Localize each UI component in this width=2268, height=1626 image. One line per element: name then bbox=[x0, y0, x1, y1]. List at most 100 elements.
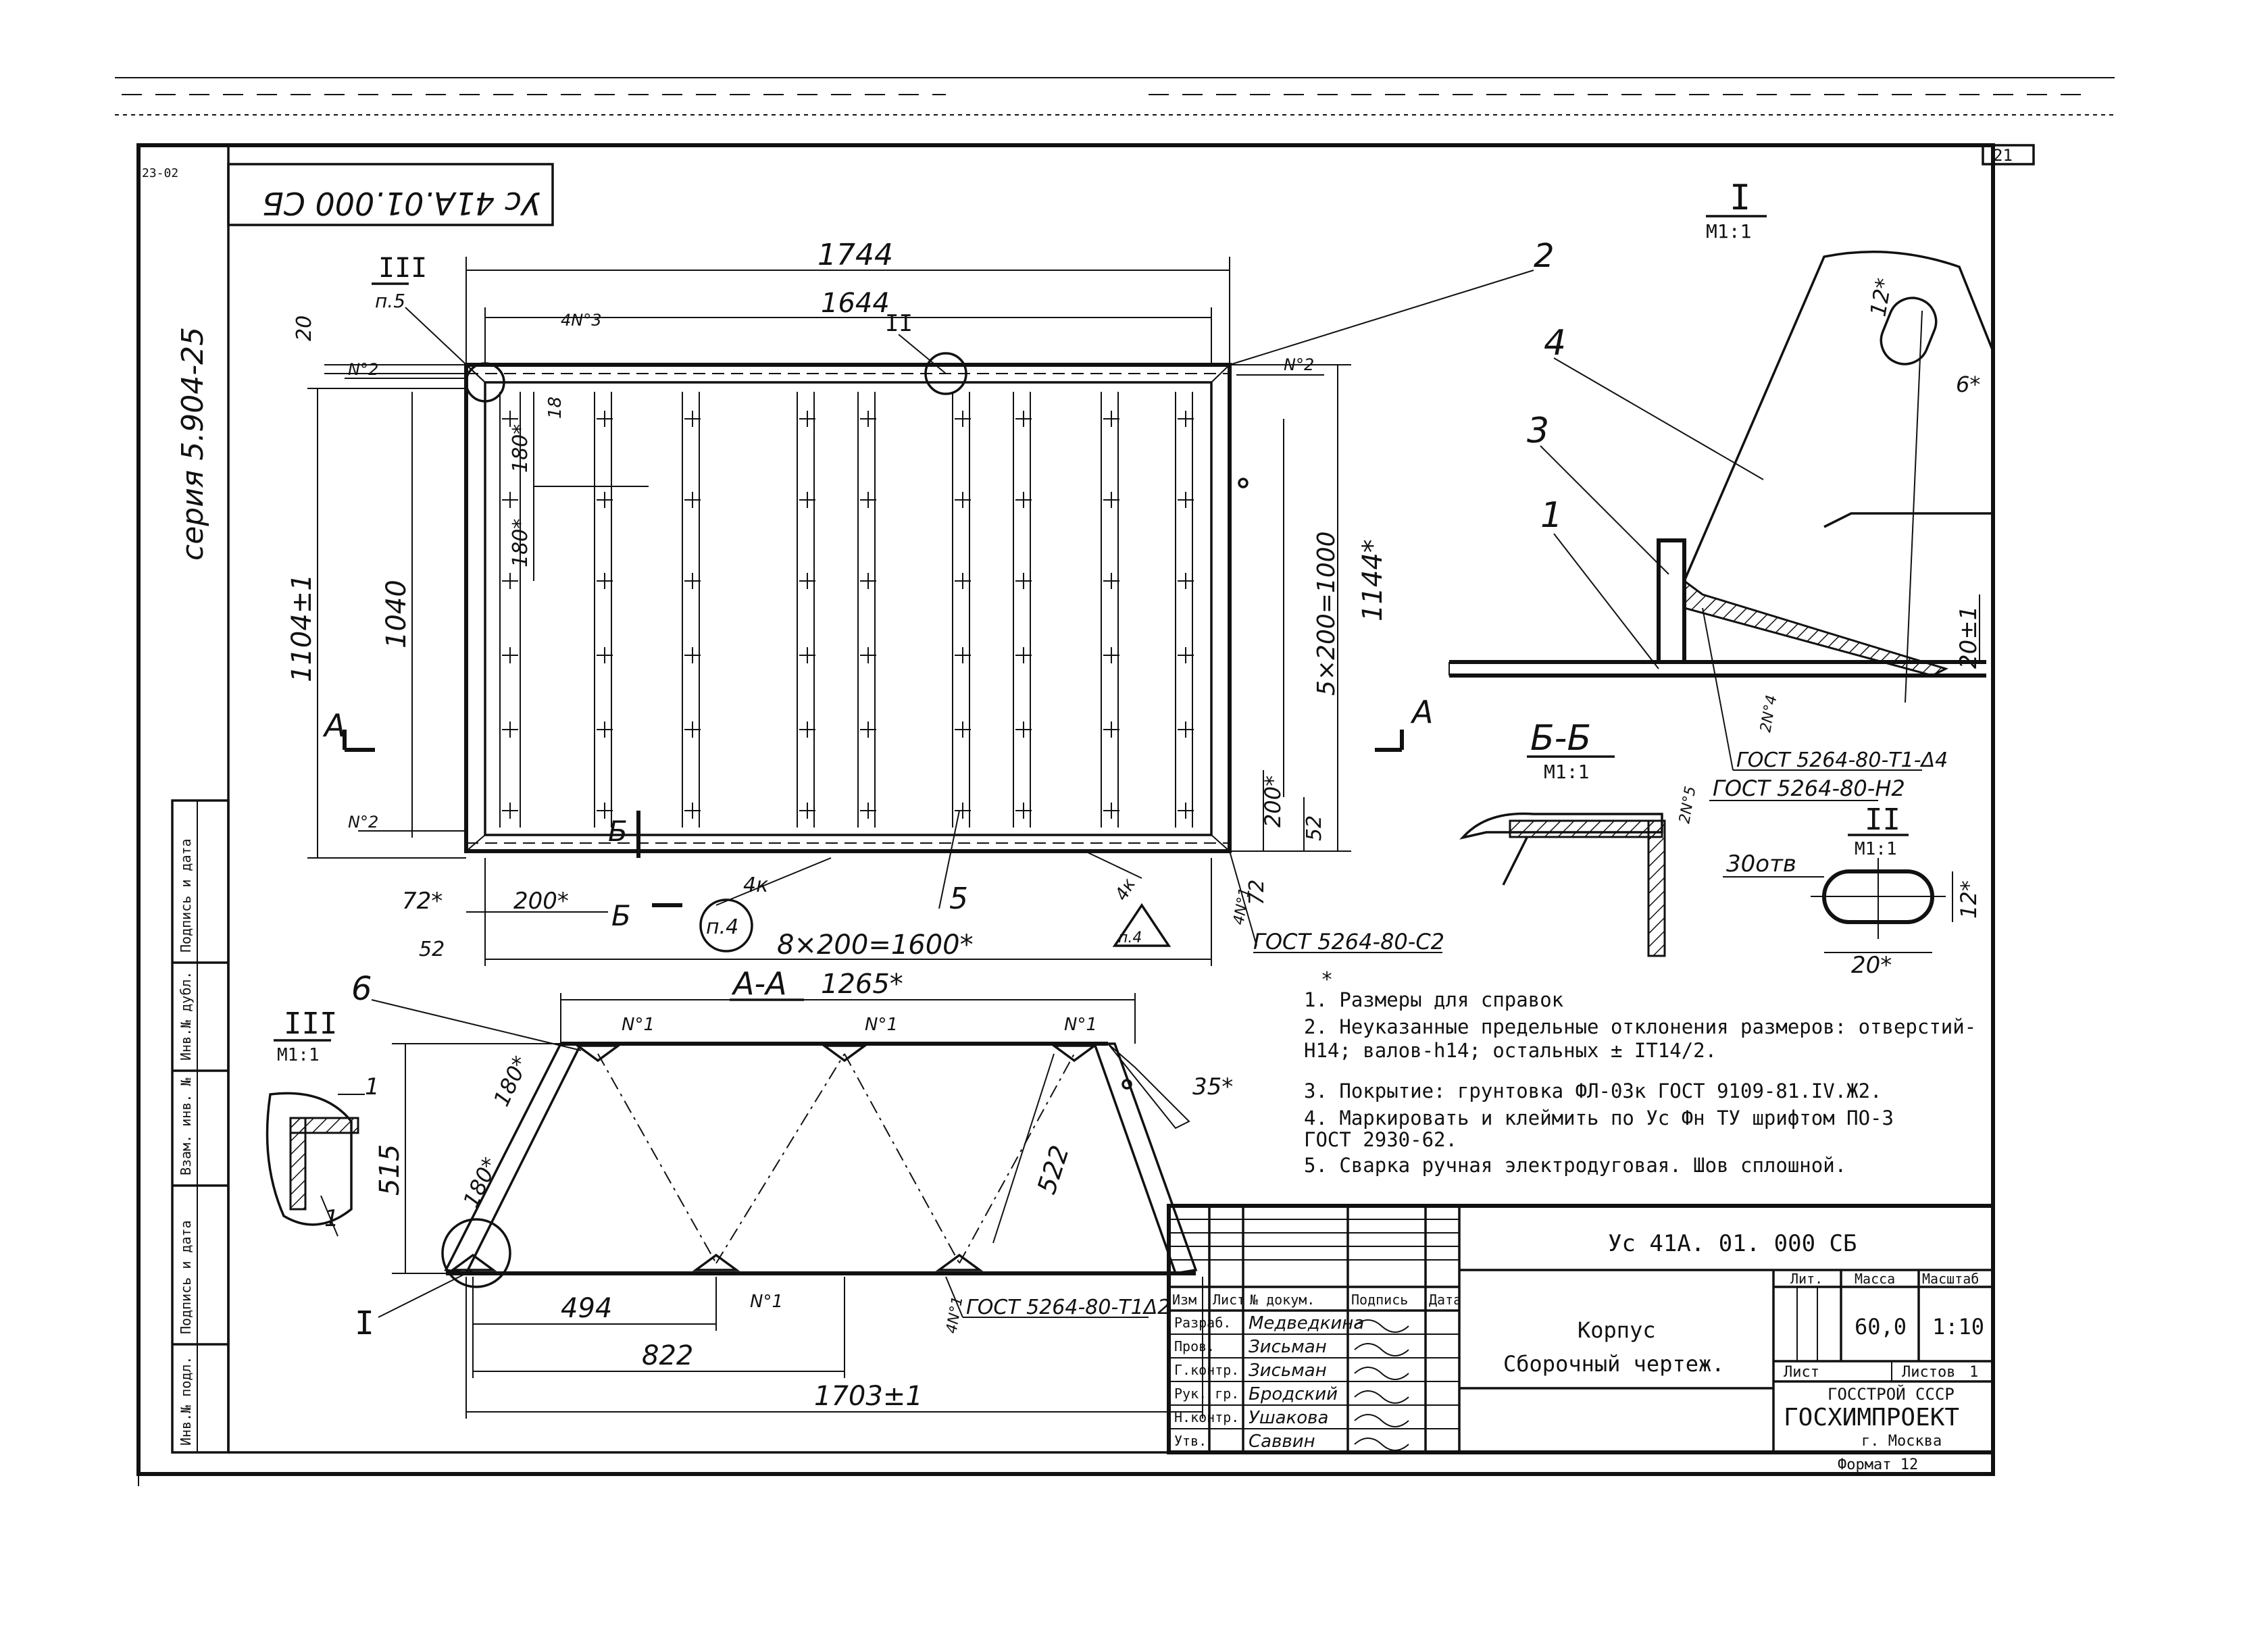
tb-staff-role: Утв. bbox=[1174, 1433, 1207, 1449]
signature-scribble bbox=[1354, 1438, 1409, 1451]
strip-cell-3: Взам. инв. № bbox=[178, 1077, 194, 1175]
section-B-right: Б bbox=[611, 899, 631, 932]
rotated-doc-code: Ус 41А.01.000 СБ bbox=[262, 185, 540, 222]
aa-dim-top: 1265* bbox=[821, 969, 903, 1000]
tb-city: г. Москва bbox=[1861, 1433, 1942, 1450]
note-4k-b: 4к bbox=[1111, 875, 1140, 904]
dim-180-b: 180* bbox=[509, 424, 532, 473]
plan-hole-marks bbox=[502, 411, 1194, 819]
tb-staff-name: Ушакова bbox=[1249, 1408, 1328, 1428]
tb-head-mass: Масса bbox=[1855, 1271, 1895, 1287]
weld-4n1-plan: 4N°1 bbox=[1230, 886, 1253, 926]
tb-format: Формат 12 bbox=[1838, 1456, 1918, 1473]
dim-18: 18 bbox=[545, 397, 565, 419]
plan-slats bbox=[499, 392, 1193, 828]
tb-staff-name: Зисьман bbox=[1249, 1361, 1327, 1381]
detail-III-title: III bbox=[284, 1007, 337, 1041]
left-strip bbox=[171, 799, 230, 1454]
tb-col-head: № докум. bbox=[1250, 1292, 1315, 1308]
note-pn4-b: п.4 bbox=[1118, 930, 1142, 946]
aa-dim-angle: 35* bbox=[1192, 1073, 1233, 1100]
roman-II-label: II bbox=[885, 310, 913, 337]
detail-I-title: I bbox=[1730, 178, 1750, 218]
tb-scale: 1:10 bbox=[1932, 1314, 1984, 1340]
gusset-plate bbox=[935, 1253, 984, 1271]
corner-sheet-number: 21 bbox=[1993, 146, 2013, 165]
dim-200-left: 200* bbox=[513, 888, 569, 915]
roman-III-label: III bbox=[378, 253, 427, 284]
aa-dimensions bbox=[392, 993, 1203, 1419]
dim-inner-width: 1644 bbox=[821, 288, 890, 319]
note-line-6: ГОСТ 2930-62. bbox=[1304, 1128, 1457, 1151]
tb-staff-role: Разраб. bbox=[1174, 1315, 1231, 1331]
aa-dim-slant-len: 522 bbox=[1032, 1142, 1075, 1198]
aa-dim-height: 515 bbox=[374, 1144, 405, 1196]
dim-height-inner: 1040 bbox=[381, 580, 412, 649]
aa-weld-4n1: 4N°1 bbox=[943, 1295, 966, 1335]
gusset-plate bbox=[820, 1044, 869, 1063]
tb-staff-name: Саввин bbox=[1249, 1431, 1315, 1452]
tb-name-line2: Сборочный чертеж. bbox=[1503, 1351, 1725, 1377]
aa-lattice bbox=[449, 1044, 1099, 1271]
detail-I-callout-4: 4 bbox=[1544, 323, 1566, 363]
top-margin-strip bbox=[115, 77, 2115, 116]
aa-n1-a: N°1 bbox=[622, 1015, 655, 1035]
tb-col-head: Изм bbox=[1172, 1292, 1196, 1308]
signature-scribble bbox=[1354, 1390, 1409, 1404]
section-A-right: А bbox=[1410, 694, 1433, 730]
callout-6: 6 bbox=[351, 970, 372, 1008]
note-pn4-circle bbox=[699, 898, 753, 952]
tb-mass: 60,0 bbox=[1855, 1314, 1907, 1340]
gusset-plate bbox=[1050, 1044, 1099, 1063]
section-B-left: Б bbox=[608, 815, 628, 848]
section-bb: Б-Б М1:1 bbox=[1459, 718, 1666, 957]
lattice-line bbox=[959, 1053, 1075, 1264]
signature-scribble bbox=[1354, 1414, 1409, 1427]
tb-sheets-label: Листов bbox=[1902, 1364, 1955, 1381]
dim-overall-width: 1744 bbox=[817, 238, 893, 272]
detail-II-note: 30отв bbox=[1726, 850, 1796, 878]
aa-dim-494: 494 bbox=[561, 1293, 612, 1324]
detail-I-gost: ГОСТ 5264-80-Т1-Δ4 bbox=[1736, 748, 1948, 772]
section-bb-gost: ГОСТ 5264-80-Н2 bbox=[1713, 776, 1905, 801]
tb-staff-name: Зисьман bbox=[1249, 1337, 1327, 1357]
dim-horizontal-pitch: 8×200=1600* bbox=[777, 930, 974, 961]
plan-leaders bbox=[343, 270, 1534, 952]
detail-I-callout-1: 1 bbox=[1540, 495, 1563, 536]
tb-doc-code: Ус 41А. 01. 000 СБ bbox=[1608, 1230, 1857, 1257]
series-label: серия 5.904-25 bbox=[176, 327, 210, 561]
top-left-code-fragment: 23-02 bbox=[142, 166, 178, 180]
tb-name-line1: Корпус bbox=[1578, 1317, 1656, 1343]
tb-col-head: Лист bbox=[1213, 1292, 1245, 1308]
section-aa-title: А-А bbox=[731, 965, 787, 1002]
callout-I: I bbox=[355, 1304, 374, 1342]
aa-n1-c: N°1 bbox=[1064, 1015, 1097, 1035]
gusset-plate bbox=[692, 1253, 740, 1271]
detail-I-weld-2n4: 2N°4 bbox=[1757, 694, 1780, 734]
detail-II: II М1:1 bbox=[1811, 803, 1953, 953]
dim-72-right: 72 bbox=[1245, 880, 1269, 905]
detail-I-marker bbox=[441, 1218, 511, 1288]
note-line-5: 4. Маркировать и клеймить по Ус Фн ТУ шр… bbox=[1304, 1107, 1894, 1129]
dim-vertical-pitch: 5×200=1000 bbox=[1313, 531, 1340, 696]
tb-staff-role: Пров. bbox=[1174, 1338, 1215, 1354]
detail-I-dim-12: 12* bbox=[1865, 276, 1896, 318]
tb-col-head: Дата bbox=[1429, 1292, 1461, 1308]
weld-4n3: 4N°3 bbox=[561, 311, 602, 330]
sheet-frame bbox=[136, 143, 2035, 1486]
section-bb-weld: 2N°5 bbox=[1676, 785, 1699, 825]
dim-52-right: 52 bbox=[1303, 815, 1326, 841]
weld-n2-bottom-left: N°2 bbox=[348, 813, 378, 832]
detail-III: III М1:1 bbox=[266, 1007, 365, 1237]
strip-cell-2: Инв.№ дубл. bbox=[178, 971, 194, 1061]
tb-org2: ГОСХИМПРОЕКТ bbox=[1784, 1404, 1959, 1431]
lattice-line bbox=[844, 1053, 960, 1264]
detail-I-dim-6: 6* bbox=[1956, 372, 1980, 397]
dim-180-a: 180* bbox=[509, 519, 532, 567]
note-pn5: п.5 bbox=[375, 290, 405, 312]
aa-dim-total: 1703±1 bbox=[814, 1381, 923, 1412]
tb-head-scale: Масштаб bbox=[1922, 1271, 1979, 1287]
tb-sheets-count: 1 bbox=[1969, 1364, 1978, 1381]
